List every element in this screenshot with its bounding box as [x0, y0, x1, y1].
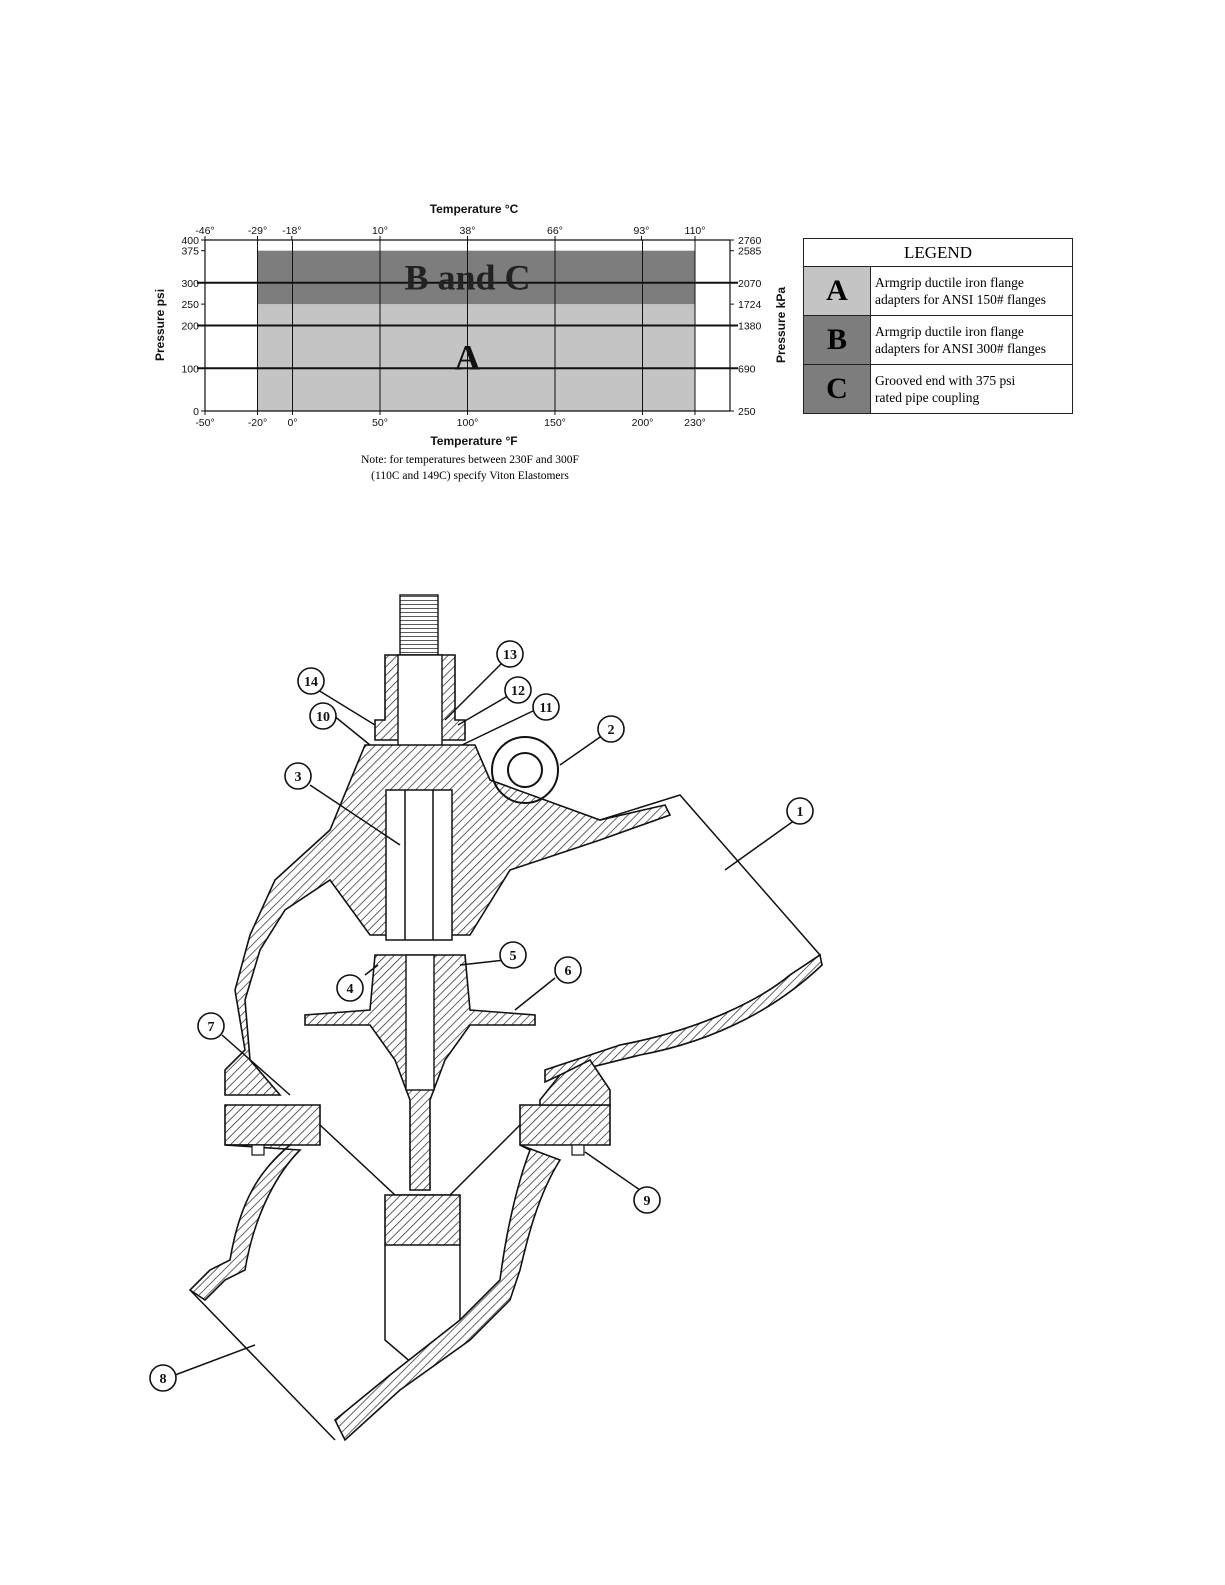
bottom-tick-label-4: 100°: [457, 417, 479, 429]
right-tick-label-5: 2585: [738, 246, 762, 258]
region-bc-label: B and C: [404, 258, 530, 298]
legend-key-c: C: [804, 365, 871, 413]
chart-note: Note: for temperatures between 230F and …: [300, 452, 640, 484]
left-tick-label-6: 400: [181, 235, 199, 247]
bottom-tick-label-6: 200°: [632, 417, 654, 429]
svg-text:11: 11: [539, 701, 552, 716]
top-tick-label-1: -29°: [248, 225, 267, 237]
legend-c-line2: rated pipe coupling: [875, 390, 980, 405]
seat-flange-left: [224, 1104, 321, 1146]
pressure-temperature-chart: -50° -20° 0° 50° 100° 150° 200° 230° -46° -29° -18…: [153, 202, 788, 448]
disc: [384, 1194, 461, 1246]
inlet-pipe-end: [189, 1289, 336, 1441]
callout-13: 13: [496, 640, 524, 668]
svg-text:10: 10: [316, 710, 330, 725]
note-line-1: Note: for temperatures between 230F and …: [361, 454, 579, 466]
legend-a-line2: adapters for ANSI 150# flanges: [875, 292, 1046, 307]
right-tick-label-1: 690: [738, 363, 756, 375]
left-tick-label-1: 100: [181, 363, 199, 375]
stem-thread: [399, 594, 439, 656]
callout-9: 9: [633, 1186, 661, 1214]
callout-8: 8: [149, 1364, 177, 1392]
top-tick-label-2: -18°: [282, 225, 301, 237]
region-a-label: A: [455, 338, 481, 378]
legend-key-b: B: [804, 316, 871, 364]
top-tick-label-5: 66°: [547, 225, 563, 237]
left-tick-label-0: 0: [193, 406, 199, 418]
valve-cross-section-drawing: 1 2 3 4 5 6 7 8 9 10 11 12 13 14: [149, 594, 823, 1442]
svg-text:3: 3: [295, 770, 302, 785]
callout-1: 1: [786, 797, 814, 825]
seat-flange-right: [519, 1104, 611, 1146]
legend-a-line1: Armgrip ductile iron flange: [875, 275, 1024, 290]
bottom-tick-label-1: -20°: [248, 417, 267, 429]
bottom-tick-label-0: -50°: [195, 417, 214, 429]
callout-12: 12: [504, 676, 532, 704]
legend-title: LEGEND: [804, 239, 1072, 267]
legend-row-c: C Grooved end with 375 psi rated pipe cou…: [804, 365, 1072, 413]
legend-b-line2: adapters for ANSI 300# flanges: [875, 341, 1046, 356]
callout-6: 6: [554, 956, 582, 984]
svg-text:14: 14: [304, 675, 318, 690]
callout-2: 2: [597, 715, 625, 743]
note-line-2: (110C and 149C) specify Viton Elastomers: [371, 470, 569, 482]
left-tick-label-3: 250: [181, 299, 199, 311]
legend-box: LEGEND A Armgrip ductile iron flange adap…: [803, 238, 1073, 414]
svg-text:12: 12: [511, 684, 525, 699]
inlet-body-left: [188, 1144, 302, 1302]
bottom-tick-label-5: 150°: [544, 417, 566, 429]
region-a: [257, 304, 695, 411]
left-axis-title: Pressure psi: [153, 289, 167, 361]
bottom-tick-label-2: 0°: [287, 417, 297, 429]
top-tick-label-7: 110°: [685, 225, 706, 237]
bottom-tick-label-7: 230°: [684, 417, 706, 429]
top-tick-label-0: -46°: [195, 225, 214, 237]
bottom-tick-label-3: 50°: [372, 417, 388, 429]
callout-4: 4: [336, 974, 364, 1002]
svg-text:8: 8: [160, 1372, 167, 1387]
legend-row-a: A Armgrip ductile iron flange adapters fo…: [804, 267, 1072, 316]
valve-stem: [385, 789, 453, 941]
top-tick-label-3: 10°: [372, 225, 388, 237]
flange-bolt-right: [571, 1144, 585, 1156]
callout-3: 3: [284, 762, 312, 790]
callout-11: 11: [532, 693, 560, 721]
callout-10: 10: [309, 702, 337, 730]
region-b-and-c: [257, 250, 695, 305]
legend-c-line1: Grooved end with 375 psi: [875, 373, 1016, 388]
left-tick-label-4: 300: [181, 278, 199, 290]
top-axis-title: Temperature °C: [430, 202, 519, 216]
svg-text:6: 6: [565, 964, 572, 979]
flange-bolt-left: [251, 1144, 265, 1156]
svg-text:9: 9: [644, 1194, 651, 1209]
svg-text:13: 13: [503, 648, 517, 663]
right-tick-label-4: 2070: [738, 278, 762, 290]
callout-5: 5: [499, 941, 527, 969]
legend-b-line1: Armgrip ductile iron flange: [875, 324, 1024, 339]
top-tick-label-4: 38°: [460, 225, 476, 237]
lifting-eye: [491, 736, 559, 804]
callout-14: 14: [297, 667, 325, 695]
svg-text:4: 4: [347, 982, 354, 997]
top-tick-label-6: 93°: [634, 225, 650, 237]
left-tick-label-5: 375: [181, 246, 199, 258]
svg-text:5: 5: [510, 949, 517, 964]
legend-row-b: B Armgrip ductile iron flange adapters fo…: [804, 316, 1072, 365]
right-tick-label-6: 2760: [738, 235, 762, 247]
right-axis-title: Pressure kPa: [774, 287, 788, 363]
svg-text:2: 2: [608, 723, 615, 738]
inlet-body-right: [333, 1144, 562, 1442]
bottom-axis-title: Temperature °F: [430, 434, 517, 448]
right-tick-label-3: 1724: [738, 299, 762, 311]
svg-text:7: 7: [208, 1020, 215, 1035]
right-tick-label-2: 1380: [738, 321, 762, 333]
legend-key-a: A: [804, 267, 871, 315]
svg-text:1: 1: [797, 805, 804, 820]
left-tick-label-2: 200: [181, 321, 199, 333]
right-tick-label-0: 250: [738, 406, 756, 418]
callout-7: 7: [197, 1012, 225, 1040]
